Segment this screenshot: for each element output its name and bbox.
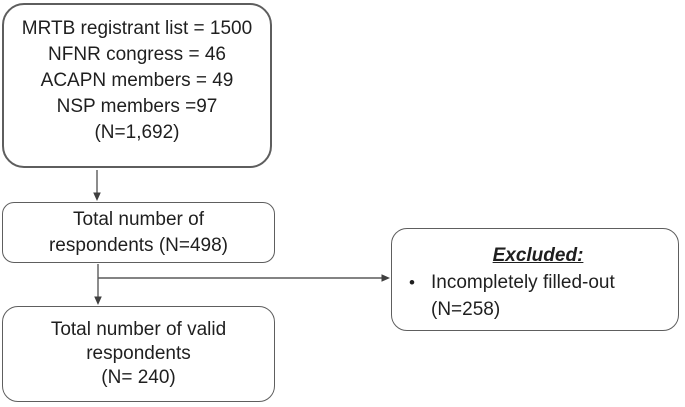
total-respondents-box: Total number of respondents (N=498) — [2, 202, 275, 263]
valid-line-3: (N= 240) — [101, 367, 176, 388]
source-line-nfnr: NFNR congress = 46 — [48, 44, 226, 65]
excluded-bullet-item: • Incompletely filled-out (N=258) — [406, 269, 670, 323]
source-populations-box: MRTB registrant list = 1500 NFNR congres… — [2, 3, 272, 168]
excluded-item-line-1: Incompletely filled-out — [431, 272, 615, 293]
valid-line-1: Total number of valid — [50, 319, 227, 340]
arrow-respondents-to-valid-head — [94, 296, 102, 305]
excluded-title: Excluded: — [492, 245, 584, 266]
excluded-box: Excluded: • Incompletely filled-out (N=2… — [391, 228, 679, 331]
source-line-nsp: NSP members =97 — [56, 96, 218, 117]
arrow-branch-to-excluded-head — [381, 274, 390, 282]
arrow-source-to-respondents-head — [93, 192, 101, 201]
source-line-total-n: (N=1,692) — [94, 122, 180, 143]
valid-line-2: respondents — [86, 343, 191, 364]
respondents-line-1: Total number of — [73, 208, 204, 230]
valid-respondents-box: Total number of valid respondents (N= 24… — [2, 306, 275, 402]
excluded-item-line-2: (N=258) — [431, 299, 501, 320]
source-line-mrtb: MRTB registrant list = 1500 — [21, 18, 253, 39]
bullet-icon: • — [409, 273, 415, 292]
source-line-acapn: ACAPN members = 49 — [40, 70, 234, 91]
respondents-line-2: respondents (N=498) — [48, 234, 229, 256]
